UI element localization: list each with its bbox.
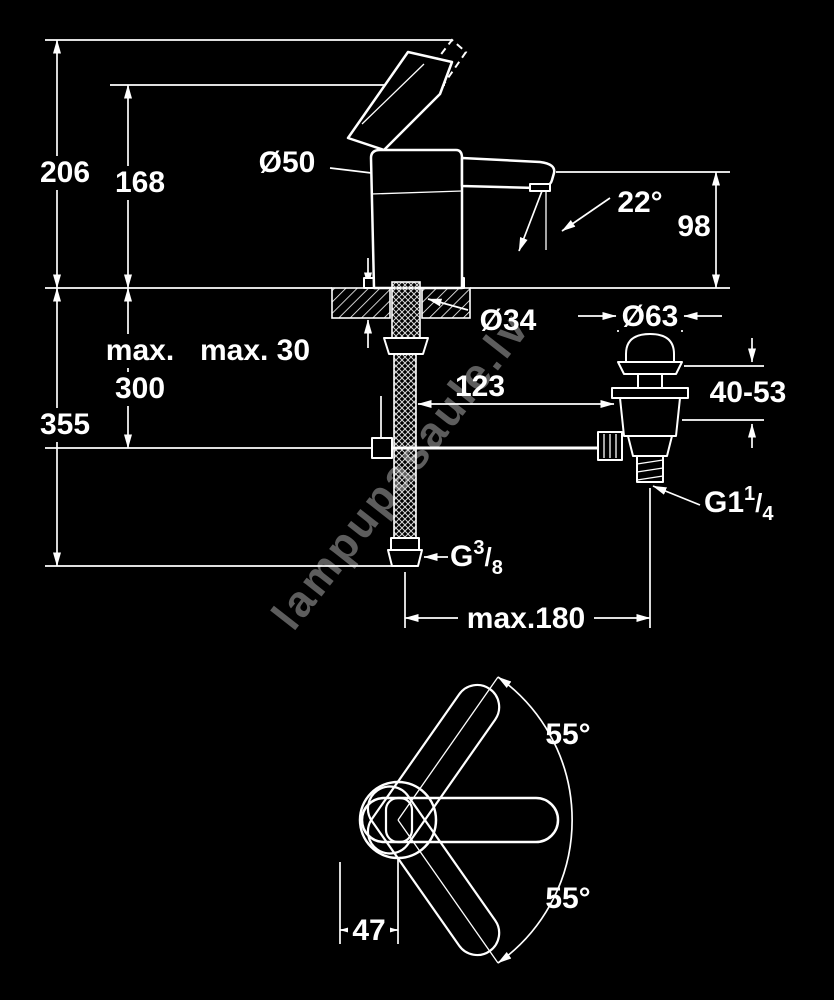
max-word-label: max. — [106, 334, 174, 367]
waste-stem — [637, 373, 663, 389]
waste-flange — [611, 387, 689, 399]
range-40-53-label: 40-53 — [710, 376, 787, 409]
dim-206-label: 206 — [40, 156, 90, 189]
dia-50-label: Ø50 — [259, 146, 316, 179]
g38-thread-label: G3/8 — [450, 537, 503, 579]
g114-leader — [652, 485, 701, 506]
dim-98-label: 98 — [677, 210, 710, 243]
handle-top-view — [360, 796, 560, 844]
supply-hose — [387, 353, 423, 567]
swing-55-bottom-label: 55° — [545, 882, 590, 915]
waste-body — [619, 397, 681, 437]
threaded-shank — [391, 281, 421, 339]
top-view: 47 55° 55° — [339, 676, 591, 964]
stream-arrow — [518, 190, 543, 252]
faucet-handle — [346, 50, 454, 152]
dim-47-label: 47 — [352, 914, 385, 947]
waste-knob-skirt — [617, 361, 683, 375]
angle22-leader — [561, 197, 611, 232]
faucet-body — [369, 148, 464, 290]
dim-123-label: 123 — [455, 370, 505, 403]
deck-hatch-left — [331, 287, 391, 319]
swing-radius-lower — [397, 819, 499, 964]
braided-hose — [393, 353, 417, 539]
mounting-nut — [383, 337, 429, 355]
side-view: 206 168 Ø50 22° 98 max. 300 max. 30 355 … — [36, 38, 787, 636]
dia-34-label: Ø34 — [480, 304, 537, 337]
faucet-side-view — [346, 38, 556, 290]
handle-swung-down-outline — [366, 785, 501, 957]
dia-63-label: Ø63 — [622, 300, 679, 333]
waste-knob-dome — [625, 333, 675, 363]
pop-up-waste — [597, 333, 689, 483]
dim-355-label: 355 — [40, 408, 90, 441]
waste-body-lower — [627, 435, 673, 457]
cartridge-top-view — [384, 796, 414, 844]
pop-up-rod — [371, 396, 598, 459]
dim-300-label: 300 — [115, 372, 165, 405]
deck-hatch-right — [421, 287, 471, 319]
aerator — [529, 183, 551, 192]
angle-22-label: 22° — [617, 186, 662, 219]
handle-raised-dashed-outline — [410, 38, 468, 106]
max-30-label: max. 30 — [200, 334, 310, 367]
swing-radius-upper — [397, 676, 499, 821]
handle-swung-up-outline — [366, 683, 501, 855]
max-180-label: max.180 — [467, 602, 585, 635]
dim-168-label: 168 — [115, 166, 165, 199]
label-backplates — [36, 156, 683, 636]
mounting-deck — [331, 281, 471, 355]
rod-clamp — [371, 437, 393, 459]
hose-connector — [390, 537, 420, 551]
g114-thread-label: G11/4 — [704, 483, 774, 525]
swing-55-top-label: 55° — [545, 718, 590, 751]
swing-arc — [497, 676, 573, 964]
dim-47-backplate — [348, 914, 390, 946]
hose-nut — [387, 549, 423, 567]
